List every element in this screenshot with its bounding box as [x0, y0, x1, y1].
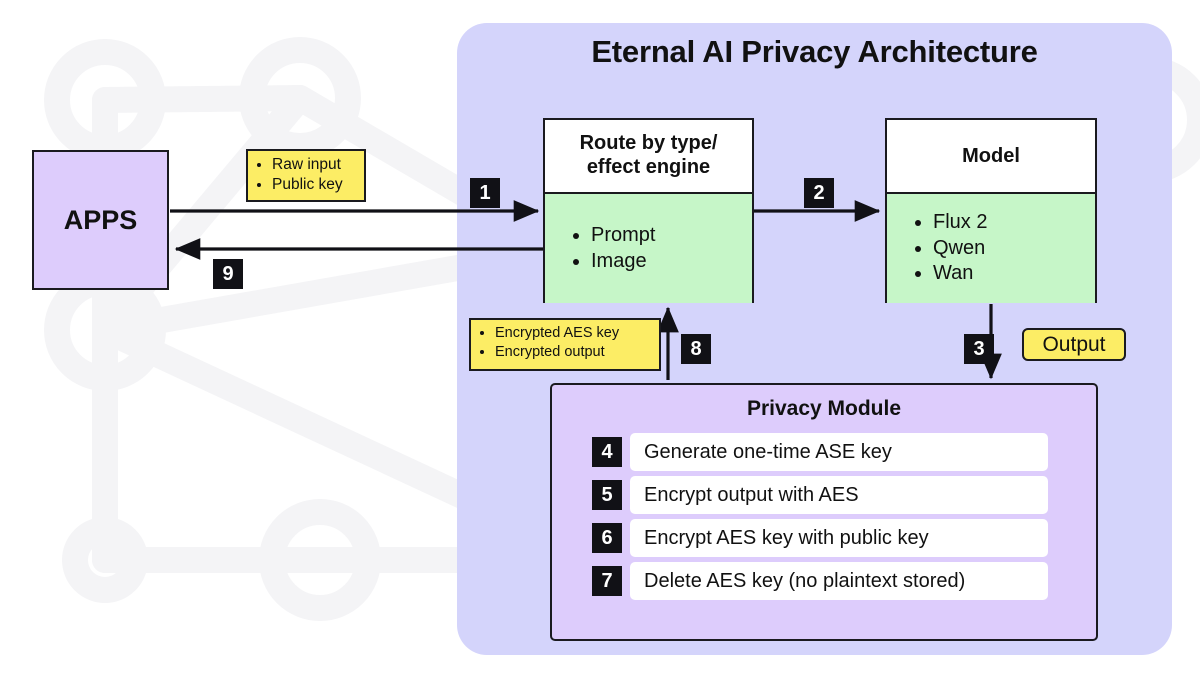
privacy-step-row[interactable]: 4 Generate one-time ASE key: [592, 433, 1096, 471]
flow-badge-9: 9: [213, 259, 243, 289]
model-body: Flux 2 Qwen Wan: [887, 192, 1095, 303]
step-text-5: Encrypt output with AES: [630, 476, 1048, 514]
step-text-7: Delete AES key (no plaintext stored): [630, 562, 1048, 600]
route-engine-box[interactable]: Route by type/ effect engine Prompt Imag…: [543, 118, 754, 303]
step-badge-4: 4: [592, 437, 622, 467]
step-badge-5: 5: [592, 480, 622, 510]
model-item: Qwen: [933, 236, 987, 262]
step-badge-6: 6: [592, 523, 622, 553]
route-engine-title-line1: Route by type/: [579, 132, 718, 155]
encrypted-callout-item: Encrypted AES key: [495, 324, 651, 343]
model-box[interactable]: Model Flux 2 Qwen Wan: [885, 118, 1097, 303]
flow-badge-8: 8: [681, 334, 711, 364]
encrypted-callout: Encrypted AES key Encrypted output: [469, 318, 661, 371]
model-item: Flux 2: [933, 210, 987, 236]
model-title: Model: [962, 144, 1020, 167]
privacy-step-row[interactable]: 6 Encrypt AES key with public key: [592, 519, 1096, 557]
encrypted-callout-item: Encrypted output: [495, 343, 651, 362]
flow-badge-1: 1: [470, 178, 500, 208]
privacy-step-row[interactable]: 5 Encrypt output with AES: [592, 476, 1096, 514]
privacy-module-title: Privacy Module: [746, 397, 902, 420]
privacy-step-row[interactable]: 7 Delete AES key (no plaintext stored): [592, 562, 1096, 600]
apps-box[interactable]: APPS: [32, 150, 169, 290]
route-engine-body: Prompt Image: [545, 192, 752, 303]
flow-badge-2: 2: [804, 178, 834, 208]
privacy-module-box[interactable]: Privacy Module 4 Generate one-time ASE k…: [550, 383, 1098, 641]
output-label: Output: [1022, 328, 1126, 361]
input-callout: Raw input Public key: [246, 149, 366, 202]
route-engine-item: Image: [591, 249, 655, 275]
step-badge-7: 7: [592, 566, 622, 596]
page-title: Eternal AI Privacy Architecture: [591, 34, 1038, 69]
privacy-step-list: 4 Generate one-time ASE key 5 Encrypt ou…: [592, 433, 1096, 605]
route-engine-title-line2: effect engine: [586, 156, 711, 178]
input-callout-item: Public key: [272, 175, 356, 195]
route-engine-item: Prompt: [591, 223, 655, 249]
apps-label: APPS: [63, 204, 138, 235]
step-text-4: Generate one-time ASE key: [630, 433, 1048, 471]
model-item: Wan: [933, 261, 987, 287]
step-text-6: Encrypt AES key with public key: [630, 519, 1048, 557]
route-engine-title: Route by type/ effect engine: [545, 120, 752, 192]
input-callout-item: Raw input: [272, 155, 356, 175]
flow-badge-3: 3: [964, 334, 994, 364]
